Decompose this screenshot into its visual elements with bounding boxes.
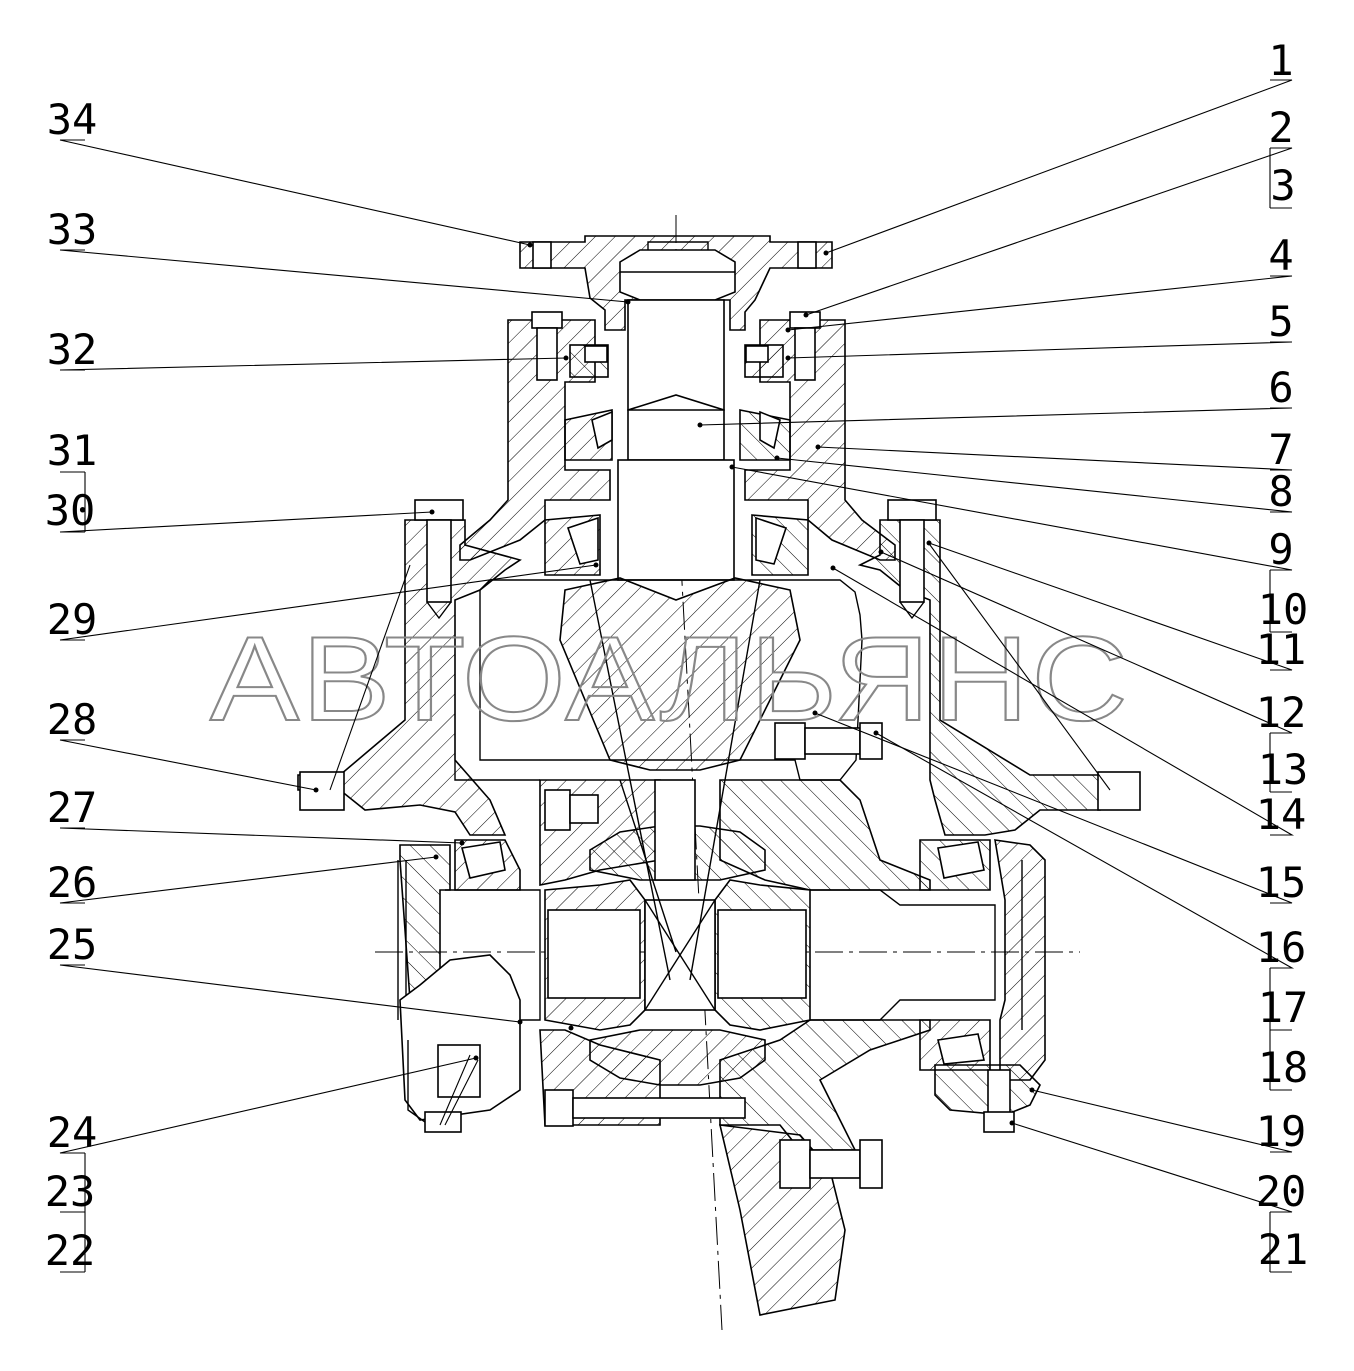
callout-18: 18: [1258, 1043, 1309, 1092]
case-bolt-upper: [544, 789, 599, 831]
callout-13: 13: [1258, 745, 1309, 794]
callout-33: 33: [47, 205, 98, 254]
callout-20: 20: [1256, 1167, 1307, 1216]
callout-15: 15: [1256, 858, 1307, 907]
ring-bolt-lower: [779, 1139, 883, 1189]
flange-nut: [619, 241, 736, 301]
pinion-shaft: [617, 299, 735, 581]
callout-21: 21: [1258, 1225, 1309, 1274]
bearing-cap-right: [934, 1064, 1041, 1116]
callout-3: 3: [1270, 161, 1295, 210]
callout-10: 10: [1258, 585, 1309, 634]
gear-mesh-lines: [589, 579, 761, 981]
callout-32: 32: [47, 325, 98, 374]
spider-cross: [644, 899, 716, 1011]
upper-taper-bearing: [564, 409, 791, 461]
watermark-text: АВТОАЛЬЯНС: [210, 612, 1130, 746]
leader-dots: [313, 242, 1035, 1126]
drive-pinion-gear: [559, 577, 801, 771]
diff-bearing-left: [454, 839, 521, 891]
callouts-right: 1 2 3 4 5 6 7 8 9 10 11 12 13 14 15 16 1…: [1256, 36, 1309, 1274]
callout-29: 29: [47, 595, 98, 644]
flange-bolt-left: [299, 771, 345, 811]
callout-16: 16: [1256, 923, 1307, 972]
callout-6: 6: [1268, 363, 1293, 412]
flange-bolt-right: [1097, 771, 1141, 811]
callouts-left: 34 33 32 31 30 29 28 27 26 25 24 23 22: [45, 95, 98, 1275]
callout-5: 5: [1268, 297, 1293, 346]
nut-small-top-left: [531, 311, 563, 381]
callout-28: 28: [47, 695, 98, 744]
callout-34: 34: [47, 95, 98, 144]
differential-pinion-lower: [589, 1029, 766, 1086]
callout-4: 4: [1268, 231, 1293, 280]
callout-19: 19: [1256, 1107, 1307, 1156]
callout-31: 31: [47, 426, 98, 475]
diff-bearing-right: [919, 839, 991, 1071]
callout-9: 9: [1268, 525, 1293, 574]
callout-30: 30: [45, 486, 96, 535]
carrier-housing: [297, 519, 1101, 836]
callout-23: 23: [45, 1167, 96, 1216]
callout-17: 17: [1258, 983, 1309, 1032]
callout-12: 12: [1256, 688, 1307, 737]
callout-1: 1: [1268, 36, 1293, 85]
oil-seal-right: [744, 344, 784, 378]
side-gear-right: [714, 879, 811, 1031]
callout-26: 26: [47, 858, 98, 907]
oil-seal-left: [569, 344, 609, 378]
differential-pinion-upper: [589, 779, 766, 881]
housing-bolt-right: [887, 499, 937, 620]
case-bolt-lower: [544, 1089, 746, 1127]
lower-taper-bearing: [544, 514, 809, 576]
callout-7: 7: [1268, 425, 1293, 474]
callout-2: 2: [1268, 103, 1293, 152]
callout-14: 14: [1256, 790, 1307, 839]
callout-27: 27: [47, 783, 98, 832]
callout-22: 22: [45, 1226, 96, 1275]
adjusting-ring-right: [994, 839, 1046, 1081]
ring-gear-bolt: [774, 722, 883, 760]
leader-lines: [59, 79, 1295, 1213]
callout-25: 25: [47, 920, 98, 969]
callout-8: 8: [1268, 467, 1293, 516]
plug-left: [424, 1111, 462, 1133]
side-gear-left: [544, 879, 646, 1031]
callout-24: 24: [47, 1108, 98, 1157]
callout-11: 11: [1256, 625, 1307, 674]
nut-small-top-right: [789, 311, 821, 381]
plug-right: [983, 1111, 1015, 1133]
